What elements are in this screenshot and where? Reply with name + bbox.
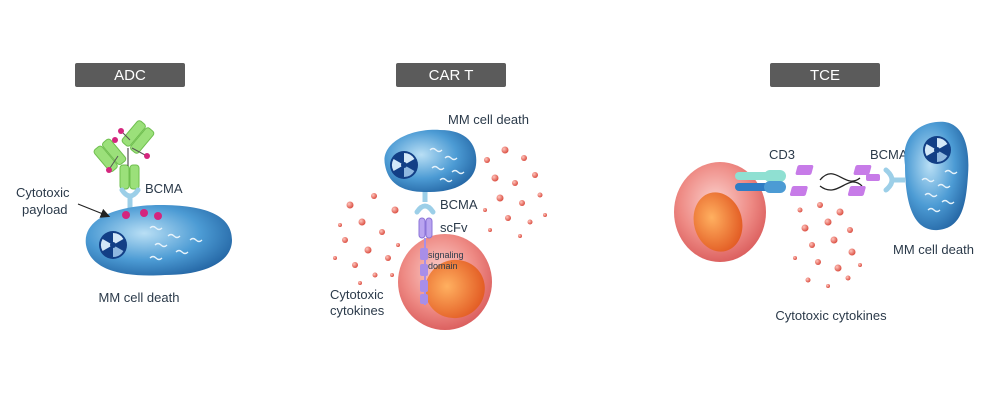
adc-tag: ADC — [75, 63, 185, 87]
tce-mm-cell — [904, 121, 969, 231]
car-t-t-cell — [398, 234, 492, 330]
adc-payload-label-1: Cytotoxic — [16, 185, 70, 200]
tce-bcma-receptor — [883, 167, 895, 193]
car-t-mm-cell — [384, 129, 477, 193]
adc-antibody — [93, 120, 155, 190]
car-t-outcome-label: MM cell death — [448, 112, 529, 127]
car-t-bcma-receptor — [414, 203, 436, 215]
tce-nucleus-icon — [923, 136, 951, 164]
car-t-tag: CAR T — [396, 63, 506, 87]
tce-cd3-label: CD3 — [769, 147, 795, 162]
tce-panel: TCE CD3 BC — [674, 63, 974, 323]
tce-bispecific-engager — [789, 165, 880, 196]
tce-cytokines — [793, 202, 862, 288]
car-t-signaling-label-2: domain — [428, 261, 458, 271]
car-t-scfv-label: scFv — [440, 220, 468, 235]
adc-bcma-label: BCMA — [145, 181, 183, 196]
adc-nucleus-icon — [99, 231, 127, 259]
car-t-cytokines-right — [483, 146, 547, 238]
adc-payload-label-2: payload — [22, 202, 68, 217]
tce-bcma-label: BCMA — [870, 147, 908, 162]
tce-title: TCE — [810, 67, 840, 84]
adc-title: ADC — [114, 67, 146, 84]
adc-panel: ADC BCMA — [16, 63, 232, 305]
adc-outcome-label: MM cell death — [99, 290, 180, 305]
tce-cytokine-label: Cytotoxic cytokines — [775, 308, 887, 323]
car-t-nucleus-icon — [390, 151, 418, 179]
car-t-panel: CAR T MM cell death BCMA — [330, 63, 547, 330]
adc-payload-arrow — [77, 203, 111, 218]
tce-outcome-label: MM cell death — [893, 242, 974, 257]
car-t-cytokine-label-2: cytokines — [330, 303, 385, 318]
tce-t-cell-nucleus — [693, 192, 743, 252]
car-t-t-cell-nucleus — [425, 259, 485, 319]
car-t-signaling-label-1: signaling — [428, 250, 464, 260]
car-t-cytokines-left — [333, 193, 400, 285]
car-t-bcma-label: BCMA — [440, 197, 478, 212]
car-t-title: CAR T — [429, 67, 474, 84]
tce-cd3-receptor — [735, 170, 786, 193]
adc-bcma-receptor — [119, 187, 141, 199]
car-t-cytokine-label-1: Cytotoxic — [330, 287, 384, 302]
tce-tag: TCE — [770, 63, 880, 87]
adc-mm-cell — [85, 205, 232, 276]
car-construct — [418, 217, 433, 305]
